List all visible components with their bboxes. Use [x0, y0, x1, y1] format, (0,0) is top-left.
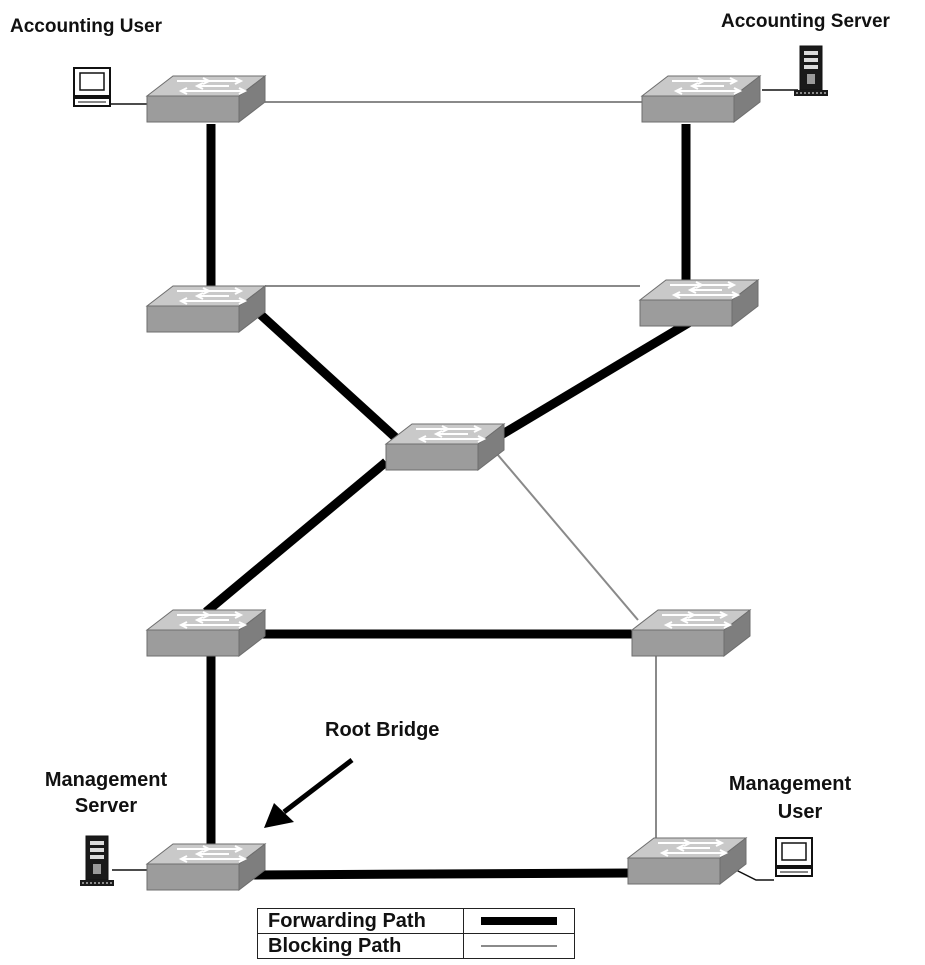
- link-forwarding-midright-center: [493, 318, 693, 442]
- management-user-label-line2: User: [778, 801, 823, 823]
- management-server-label-line1: Management: [45, 769, 168, 791]
- legend-blocking-swatch: [463, 933, 575, 959]
- legend-forwarding-label: Forwarding Path: [257, 908, 464, 934]
- accounting-user-label: Accounting User: [10, 16, 163, 37]
- link-forwarding-center-lowerleft: [203, 458, 389, 616]
- legend: Forwarding Path Blocking Path: [257, 908, 575, 959]
- accounting-server-label: Accounting Server: [721, 11, 891, 32]
- legend-row-blocking: Blocking Path: [257, 933, 575, 959]
- link-forwarding-midleft-center: [246, 301, 400, 442]
- root-bridge-arrow-icon: [264, 758, 354, 828]
- links: [110, 89, 798, 881]
- legend-row-forwarding: Forwarding Path: [257, 908, 575, 934]
- management-server-label-line2: Server: [75, 795, 137, 817]
- legend-blocking-label: Blocking Path: [257, 933, 464, 959]
- forwarding-line-icon: [481, 917, 557, 925]
- management-user-label-line1: Management: [729, 773, 852, 795]
- link-blocking-center-lowerright: [491, 447, 639, 621]
- link-forwarding-bottom: [241, 868, 633, 880]
- blocking-line-icon: [481, 945, 557, 947]
- legend-forwarding-swatch: [463, 908, 575, 934]
- root-bridge-label: Root Bridge: [325, 719, 439, 741]
